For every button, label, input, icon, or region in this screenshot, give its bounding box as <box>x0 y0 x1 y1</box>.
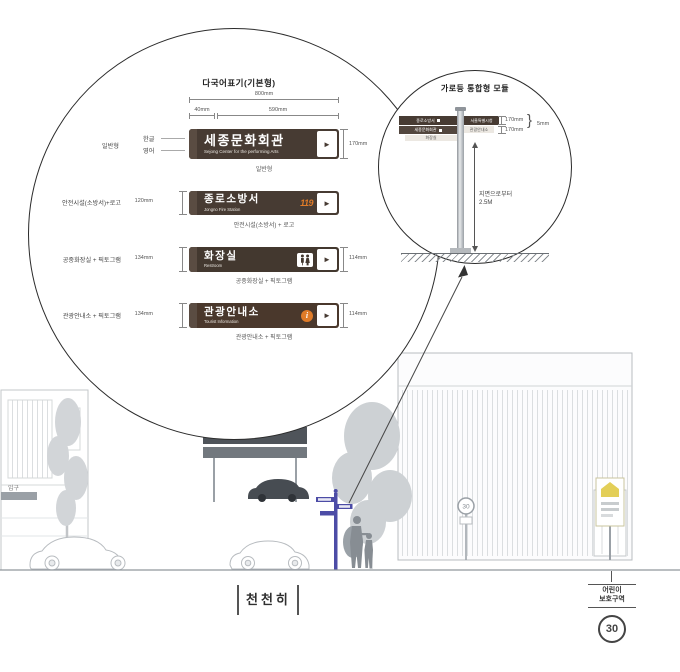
row4-caption: 관광안내소 + 픽토그램 <box>235 335 293 341</box>
row4-height-dim: 134mm <box>134 311 153 317</box>
school-zone-pictogram <box>601 482 619 497</box>
mini-sign: 세종문화회관 <box>399 126 457 134</box>
mini-sign: 서울특별시청 <box>464 116 499 125</box>
module-dim-top: 170mm <box>505 117 524 123</box>
module-dim-bottom: 170mm <box>505 126 524 133</box>
row3-height-dim: 134mm <box>134 255 153 261</box>
row2-caption: 안전시설(소방서) + 로고 <box>233 223 295 229</box>
row4-group-label: 관광안내소 + 픽토그램 <box>62 313 121 320</box>
dim-brace: } <box>527 112 533 129</box>
right-panel-title: 가로등 통합형 모듈 <box>440 84 510 93</box>
row1-lang-top: 한글 <box>143 136 155 143</box>
mini-sign: 관광안내소 <box>464 126 494 133</box>
sign-english-text: Jongno Fire Station <box>204 206 241 212</box>
fire-119-logo: 119 <box>300 198 313 208</box>
sign-english-text: Tourist Information <box>204 319 239 325</box>
sign-english-text: Sejong Center for the performing Arts <box>204 149 279 155</box>
info-icon: i <box>301 309 313 322</box>
ground-note-line2: 2.5M <box>479 200 493 206</box>
tree-left <box>47 398 88 569</box>
road-marking-text: 천천히 <box>246 592 291 607</box>
car-middle <box>229 540 310 570</box>
sign-fire-station: 종로소방서 Jongno Fire Station 119 ► <box>189 191 339 215</box>
awning <box>1 492 37 500</box>
row1-caption: 일반형 <box>255 167 273 173</box>
dim-590mm: 590mm <box>217 107 339 119</box>
mini-sign: 화장실 <box>405 135 457 141</box>
direction-arrow-icon: ► <box>317 249 337 270</box>
sign-english-text: Restroom <box>204 263 223 269</box>
road-marking-bar <box>297 585 299 615</box>
dark-car-silhouette <box>248 479 309 502</box>
ground-hatch <box>401 253 549 262</box>
car-left <box>29 536 126 571</box>
street-sign-pole <box>316 489 353 570</box>
row1-group-label: 일반형 <box>101 143 119 150</box>
road-marking-bar <box>237 585 239 615</box>
mini-sign: 종로소방서 <box>399 116 457 125</box>
row3-right-dim: 114mm <box>349 255 367 261</box>
direction-arrow-icon: ► <box>317 305 337 326</box>
pedestrians <box>350 516 373 568</box>
sign-korean-text: 관광안내소 <box>204 305 260 318</box>
direction-arrow-icon: ► <box>317 131 337 157</box>
sign-sejong-center: 세종문화회관 Sejong Center for the performing … <box>189 129 339 159</box>
sign-color-band <box>189 191 197 215</box>
school-zone-speed-sign: 30 <box>598 615 626 643</box>
row2-height-dim: 120mm <box>134 198 153 204</box>
left-panel-title: 다국어표기(기본형) <box>202 78 276 88</box>
sign-color-band <box>189 303 197 328</box>
dim-40mm: 40mm <box>189 107 215 119</box>
streetlight-pole <box>457 111 464 253</box>
sign-korean-text: 종로소방서 <box>204 193 260 206</box>
pole-cap <box>455 107 466 111</box>
row3-group-label: 공중화장실 + 픽토그램 <box>62 257 121 264</box>
sign-restroom: 화장실 Restroom ► <box>189 247 339 272</box>
restroom-icon <box>297 252 313 267</box>
streetlight-module-detail: 가로등 통합형 모듈 종로소방서 세종문화회관 화장실 서울특별시청 관광안내소… <box>378 70 572 264</box>
school-zone-label: 어린이 보호구역 <box>588 584 636 608</box>
row4-right-dim: 114mm <box>349 311 367 317</box>
multilingual-sign-detail: 다국어표기(기본형) 800mm 40mm 590mm 일반형 한글 영어 세종… <box>28 28 440 440</box>
school-zone-board <box>595 477 625 560</box>
sign-korean-text: 화장실 <box>204 249 238 262</box>
right-building <box>397 352 633 561</box>
entrance-label: 입구 <box>8 484 20 492</box>
row2-group-label: 안전시설(소방서)+로고 <box>62 200 121 207</box>
row1-lang-bottom: 영어 <box>143 148 155 155</box>
sign-korean-text: 세종문화회관 <box>204 132 285 148</box>
school-zone-leader <box>611 571 612 582</box>
direction-arrow-icon: ► <box>317 193 337 213</box>
pole-base <box>450 248 471 254</box>
row1-height-dim: 170mm <box>349 141 368 147</box>
height-dimension-arrow <box>471 142 478 252</box>
sign-color-band <box>189 129 197 159</box>
ground-note-line1: 지면으로부터 <box>479 192 513 198</box>
sign-tourist-information: 관광안내소 Tourist Information i ► <box>189 303 339 328</box>
module-dim-gap: 5mm <box>537 121 550 127</box>
row3-caption: 공중화장실 + 픽토그램 <box>235 279 293 285</box>
dim-800mm: 800mm <box>189 91 339 103</box>
sign-color-band <box>189 247 197 272</box>
svg-text:30: 30 <box>462 504 470 511</box>
